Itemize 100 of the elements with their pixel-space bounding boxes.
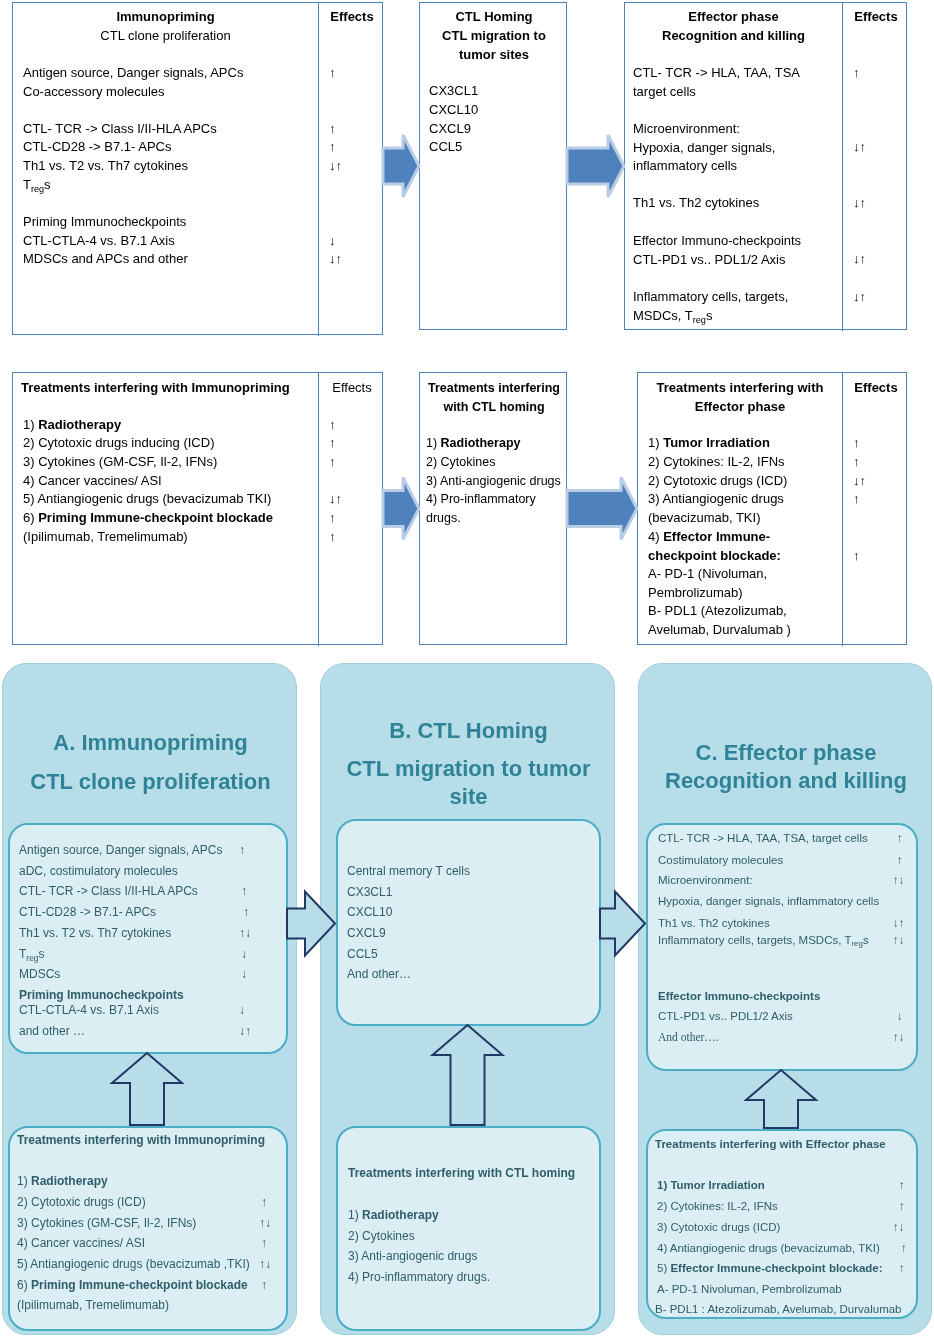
list-item: B- PDL1 (Atezolizumab, Avelumab, Durvalumab ) (648, 602, 792, 639)
list-item: Th1 vs. T2 vs. Th7 cytokines (19, 925, 172, 941)
effect-arrows: ↑↓ (259, 1215, 271, 1231)
list-item: CX3CL1 (429, 82, 479, 100)
list-item: A- PD-1 (Nivoluman, Pembrolizumab) (648, 565, 769, 602)
effect-arrows: ↑ (261, 1194, 267, 1210)
list-item: CTL-CD28 -> B7.1- APCs (19, 904, 157, 920)
list-item: (Ipilimumab, Tremelimumab) (17, 1297, 170, 1313)
list-item: Microenvironment: Hypoxia, danger signals, inflammatory cells (633, 120, 777, 176)
effect-arrows: ↑ (899, 1261, 905, 1276)
list-item: 3) Cytotoxic drugs (ICD) (657, 1220, 781, 1235)
list-item: T$_{reg}$s (19, 946, 45, 962)
list-item: B- PDL1 : Atezolizumab, Avelumab, Durvalumab (655, 1302, 902, 1317)
effect-arrows: ↑ (261, 1277, 267, 1293)
effect-arrows: ↓↑ (893, 916, 905, 931)
list-item: (Ipilimumab, Tremelimumab) (23, 528, 188, 546)
list-item: Effector Immuno-checkpoints CTL-PD1 vs.. PDL1/2 Axis (633, 232, 803, 269)
table-box (419, 372, 567, 645)
block-arrow (109, 1051, 185, 1126)
effect-arrows: ↑ (329, 64, 336, 82)
list-item: 6) Priming Immune-checkpoint blockade (17, 1277, 248, 1293)
list-item: 4) Antiangiogenic drugs (bevacizumab, TKI) (657, 1241, 880, 1256)
heading: Treatments interfering with Immunopriming (17, 1132, 266, 1148)
panel-title: Recognition and killing (664, 767, 908, 795)
list-item: CXCL9 (429, 120, 471, 138)
panel-title: CTL clone proliferation (29, 768, 272, 796)
block-arrow (743, 1068, 819, 1129)
list-item: Antigen source, Danger signals, APCs (19, 842, 223, 858)
list-item: 5) Antiangiogenic drugs (bevacizumab TKI) (23, 490, 272, 508)
list-item: aDC, costimulatory molecules (19, 863, 178, 879)
effect-arrows: ↑ (899, 1199, 905, 1214)
list-item: 2) Cytokines: IL-2, IFNs (657, 1199, 778, 1214)
list-item: CTL-CTLA-4 vs. B7.1 Axis (23, 232, 175, 250)
list-item: CTL- TCR -> Class I/II-HLA APCs (19, 883, 198, 899)
effect-arrows: ↑↓ (259, 1256, 271, 1272)
list-item: Th1 vs. Th2 cytokines (633, 194, 760, 212)
effect-arrows: ↓↑ (853, 194, 866, 212)
panel-title: A. Immunopriming (52, 729, 249, 757)
table-box (624, 2, 907, 330)
effect-arrows: ↑ (329, 528, 336, 546)
list-item: CCL5 (429, 138, 463, 156)
panel-title: C. Effector phase (694, 739, 878, 767)
effect-arrows: ↑ (853, 64, 860, 82)
effect-arrows: ↓ (897, 1009, 903, 1024)
effect-arrows: ↓↑ (853, 138, 866, 156)
list-item: 3) Anti-angiogenic drugs (348, 1248, 478, 1264)
list-item: 5) Effector Immune-checkpoint blockade: (657, 1261, 883, 1276)
list-item: 1) Tumor Irradiation (657, 1178, 765, 1193)
list-item: CX3CL1 (347, 884, 393, 900)
list-item: Costimulatory molecules (658, 853, 784, 868)
heading: Effector phase (687, 8, 780, 26)
effect-arrows: ↑↓ (239, 925, 251, 941)
list-item: Antigen source, Danger signals, APCs Co-accessory molecules (23, 64, 245, 101)
effect-arrows: ↓↑ (853, 250, 866, 268)
list-item: CTL-PD1 vs.. PDL1/2 Axis (658, 1009, 793, 1024)
panel-title: B. CTL Homing (388, 717, 549, 745)
block-arrow (381, 476, 421, 541)
list-item: CXCL10 (347, 904, 393, 920)
effect-arrows: ↑ (899, 1178, 905, 1193)
heading: Immunopriming (115, 8, 216, 26)
list-item: 1) Tumor Irradiation (648, 434, 770, 452)
heading: Treatments interfering with Effector phase (655, 1137, 886, 1152)
list-item: CTL clone proliferation (99, 27, 232, 45)
heading: Effects (853, 8, 899, 26)
list-item: 2) Cytokines (426, 454, 496, 471)
list-item: Microenvironment: (658, 873, 753, 888)
effect-arrows: ↑ (853, 434, 860, 452)
phase-panel (2, 663, 297, 1335)
table-box (12, 2, 383, 335)
effect-arrows: ↑↓ (893, 1220, 905, 1235)
list-item: 1) Radiotherapy (426, 435, 521, 452)
list-item: And other…. (658, 1030, 719, 1045)
table-box (419, 2, 567, 330)
heading: Effects (853, 379, 899, 397)
list-item: Priming Immunocheckpoints (23, 213, 187, 231)
list-item: 2) Cytokines: IL-2, IFNs (648, 453, 785, 471)
block-arrow (599, 888, 647, 959)
list-item: CTL-CTLA-4 vs. B7.1 Axis (19, 1002, 160, 1018)
list-item: CTL- TCR -> HLA, TAA, TSA, target cells (658, 831, 868, 846)
list-item: 4) Cancer vaccines/ ASI (17, 1235, 146, 1251)
list-item: CTL- TCR -> HLA, TAA, TSA target cells (633, 64, 801, 101)
effect-arrows: ↓↑ (853, 288, 866, 306)
list-item: Recognition and killing (661, 27, 806, 45)
effect-arrows: ↑ (853, 453, 860, 471)
effect-arrows: ↑ (329, 509, 336, 527)
list-item: 4) Pro-inflammatory drugs. (426, 491, 537, 527)
list-item: Effector Immuno-checkpoints (658, 989, 821, 1004)
effect-arrows: ↓ (329, 232, 336, 250)
rounded-box (646, 1129, 918, 1319)
effect-arrows: ↓ (241, 946, 247, 962)
list-item: CCL5 (347, 946, 378, 962)
list-item: Central memory T cells (347, 863, 470, 879)
effect-arrows: ↑↓ (893, 873, 905, 888)
list-item: 2) Cytokines (348, 1228, 415, 1244)
effect-arrows: ↓ (241, 966, 247, 982)
list-item: Priming Immunocheckpoints (19, 987, 184, 1003)
list-item: CTL migration to tumor sites (441, 27, 547, 64)
rounded-box (8, 1126, 288, 1331)
heading: CTL Homing (454, 8, 534, 26)
effect-arrows: ↑ (329, 453, 336, 471)
